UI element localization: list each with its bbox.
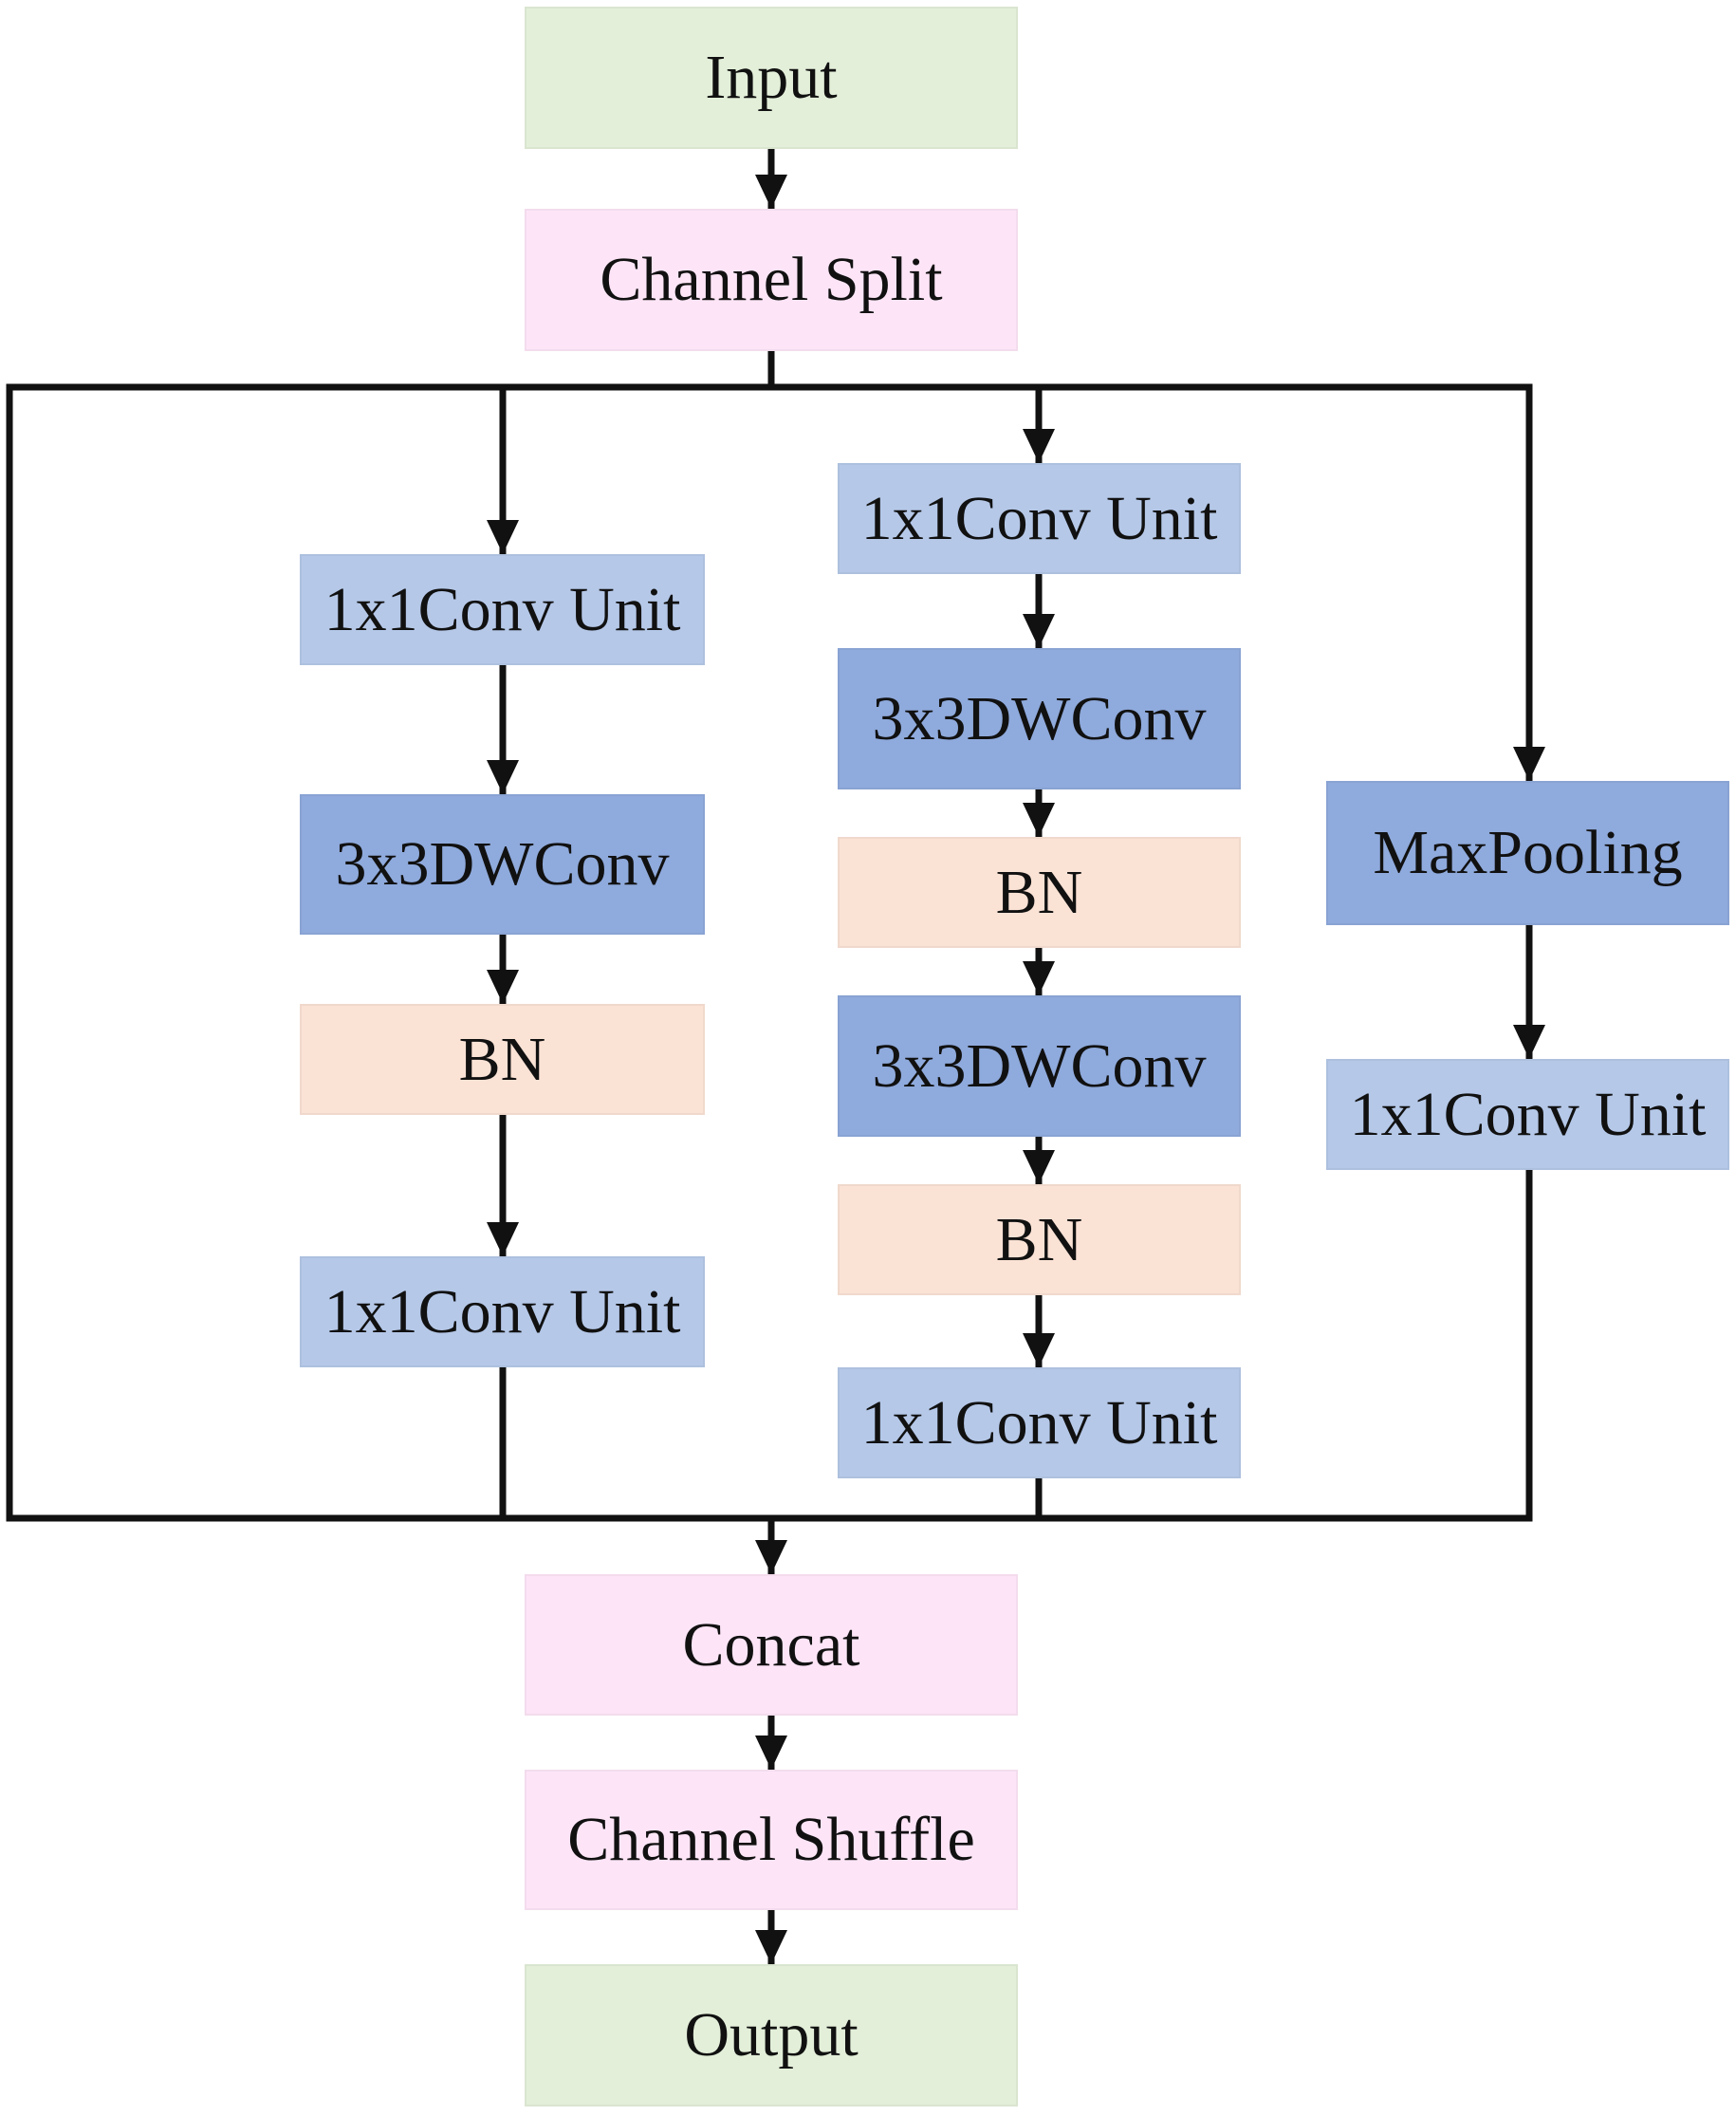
branch1-conv-out-label: 1x1Conv Unit [323,1276,681,1346]
branch2-dwconv-2-label: 3x3DWConv [872,1030,1207,1101]
channel-shuffle-label: Channel Shuffle [567,1805,975,1874]
branch2-conv-out-node: 1x1Conv Unit [838,1367,1241,1478]
channel-split-label: Channel Split [600,245,943,314]
channel-split-node: Channel Split [525,209,1018,351]
branch2-bn-1-node: BN [838,837,1241,948]
branch3-maxpool-node: MaxPooling [1326,781,1729,925]
input-node: Input [525,7,1018,149]
branch1-conv-in-node: 1x1Conv Unit [300,554,705,665]
branch1-dwconv-label: 3x3DWConv [335,829,670,899]
input-label: Input [705,43,838,112]
branch2-bn-2-label: BN [995,1204,1083,1274]
branch1-dwconv-node: 3x3DWConv [300,794,705,935]
branch1-bn-node: BN [300,1004,705,1115]
output-node: Output [525,1964,1018,2107]
channel-shuffle-node: Channel Shuffle [525,1770,1018,1910]
output-label: Output [684,2000,859,2070]
branch1-bn-label: BN [458,1024,546,1094]
branch1-conv-in-label: 1x1Conv Unit [323,574,681,644]
branch2-bn-1-label: BN [995,857,1083,927]
branch3-conv-out-node: 1x1Conv Unit [1326,1059,1729,1170]
branch2-conv-out-label: 1x1Conv Unit [860,1387,1218,1457]
branch2-conv-in-node: 1x1Conv Unit [838,463,1241,574]
branch2-dwconv-1-node: 3x3DWConv [838,648,1241,789]
branch3-conv-out-label: 1x1Conv Unit [1349,1079,1707,1149]
branch2-conv-in-label: 1x1Conv Unit [860,483,1218,553]
branch2-bn-2-node: BN [838,1184,1241,1295]
branch2-dwconv-2-node: 3x3DWConv [838,995,1241,1137]
branch2-dwconv-1-label: 3x3DWConv [872,683,1207,753]
concat-label: Concat [682,1609,860,1680]
branch1-conv-out-node: 1x1Conv Unit [300,1256,705,1367]
branch3-maxpool-label: MaxPooling [1373,818,1683,887]
concat-node: Concat [525,1574,1018,1716]
